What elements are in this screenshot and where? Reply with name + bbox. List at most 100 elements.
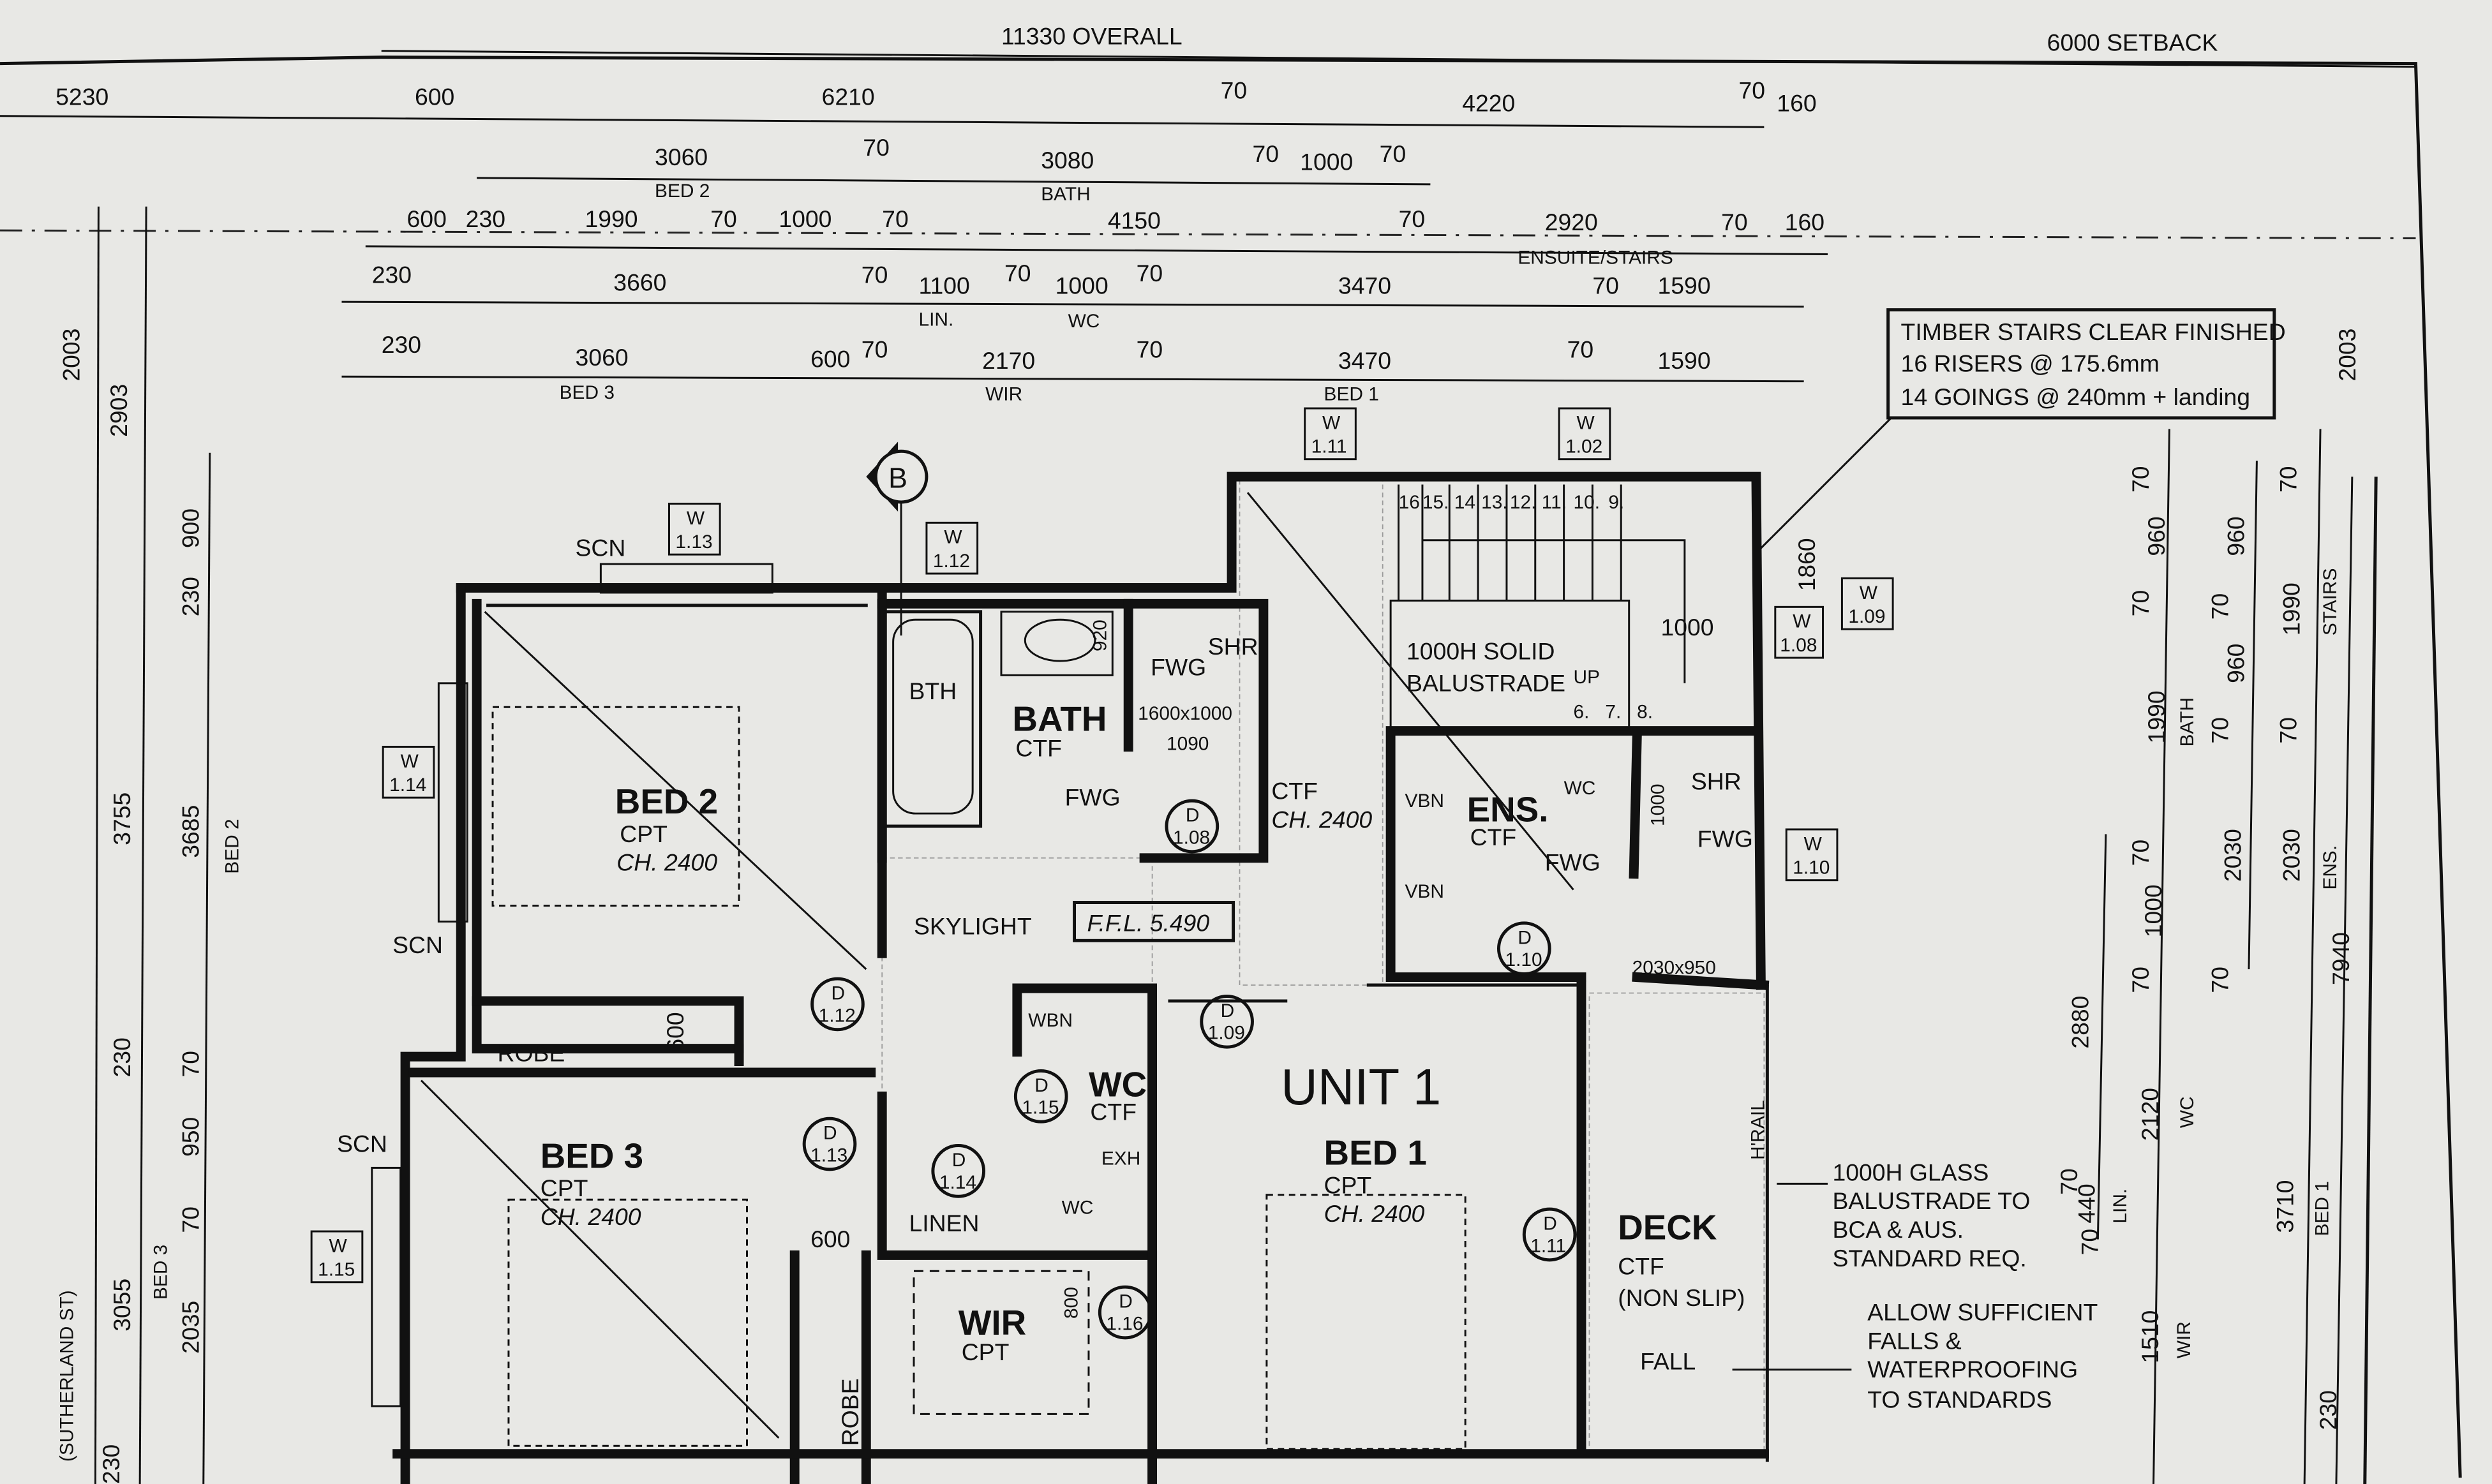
label-left_dims-13: 2035 (177, 1301, 204, 1354)
label-rooms-balustrade-1: BALUSTRADE (1406, 669, 1565, 696)
label-windows-6-n: 1.14 (389, 775, 426, 796)
door-tag: D1.14 (931, 1144, 986, 1198)
label-top_dims-row1-5: 70 (1739, 77, 1766, 103)
label-top_dims-row3-9: ENSUITE/STAIRS (1518, 247, 1673, 268)
label-top_dims-row1-2: 6210 (822, 83, 875, 110)
label-rooms-robe2: ROBE (837, 1378, 863, 1446)
label-left_dims-4: 3755 (108, 792, 135, 845)
label-doors-5-n: 1.16 (1106, 1313, 1143, 1334)
label-rooms-linen: LINEN (909, 1210, 980, 1236)
label-top_dims-row3-0: 600 (407, 205, 447, 232)
label-rooms-bath-shr: SHR (1208, 633, 1258, 660)
door-tag: D1.09 (1200, 994, 1254, 1049)
notes: 1000H GLASS BALUSTRADE TO BCA & AUS. STA… (1732, 1159, 2098, 1413)
label-top_dims-row3-11: 160 (1785, 209, 1824, 235)
label-right_dims-col1-2: 70 (2127, 590, 2154, 617)
label-windows-6-w: W (401, 751, 419, 772)
label-rooms-ens-name: ENS. (1467, 790, 1549, 829)
walls (371, 471, 1770, 1484)
label-right_dims-col1-11: 70 (2056, 1168, 2082, 1195)
label-top_dims-row2-5: 70 (1252, 140, 1279, 167)
label-right_dims-col1-9: 2120 (2137, 1088, 2163, 1141)
label-windows-2-n: 1.11 (1311, 436, 1347, 457)
label-windows-8-n: 1.15 (318, 1259, 355, 1280)
label-right_dims-col2-1: 70 (2207, 593, 2234, 620)
label-section_marker: B (888, 463, 907, 494)
label-top_dims-row2-2: 70 (863, 134, 890, 161)
label-rooms-bath-dim2: 920 (1089, 620, 1110, 651)
label-top_dims-overall: 11330 OVERALL (1001, 23, 1183, 50)
label-rooms-wc-name: WC (1089, 1064, 1147, 1104)
label-rooms-bath-floor: CTF (1015, 734, 1062, 761)
label-left_dims-14: (SUTHERLAND ST) (57, 1290, 78, 1462)
label-rooms-ens-size: 2030x950 (1632, 958, 1716, 979)
label-top_dims-row5-10: 70 (1567, 336, 1594, 362)
label-rooms-deck-fall: FALL (1640, 1348, 1696, 1375)
label-top_dims-row4-9: 3470 (1338, 272, 1391, 299)
label-left_dims-6: BED 2 (222, 819, 243, 873)
label-rooms-scn-1: SCN (392, 931, 443, 958)
label-top_dims-row5-6: WIR (985, 384, 1022, 405)
stairs: 16 15. 14 13. 12. 11. 10. 9. 6. 7. 8. 10… (1389, 484, 1820, 732)
window-tag: W 1.12 (925, 521, 979, 575)
label-right_dims-col1-7: 70 (2127, 967, 2154, 993)
site-boundary-inner (2363, 477, 2378, 1484)
label-rooms-hall-ch: CH. 2400 (1271, 806, 1372, 833)
label-rooms-bed2-ch: CH. 2400 (616, 849, 717, 876)
door-tag: D1.08 (1165, 799, 1220, 854)
label-right_dims-col1-1: 960 (2143, 516, 2170, 556)
window-tag: W 1.14 (382, 745, 435, 799)
label-top_dims-row4-11: 1590 (1658, 272, 1711, 299)
label-top_dims-row3-4: 1000 (779, 205, 832, 232)
label-rooms-scn-0: SCN (576, 535, 626, 561)
label-rooms-ens-vbn2: VBN (1405, 881, 1444, 902)
section-marker-b: B (866, 441, 929, 636)
label-right_dims-col2-3: 70 (2207, 717, 2234, 744)
door-tag: D1.16 (1098, 1285, 1153, 1340)
label-rooms-deck-note: (NON SLIP) (1618, 1284, 1745, 1311)
label-notes-falls-1: FALLS & (1867, 1327, 1961, 1354)
label-rooms-wc-floor: CTF (1090, 1099, 1137, 1125)
label-stair_numbers-8: 6. (1574, 702, 1590, 723)
door-tag: D1.11 (1522, 1207, 1577, 1262)
label-notes-glass-0: 1000H GLASS (1832, 1159, 1988, 1185)
label-left_dims-2: 900 (177, 508, 204, 548)
label-top_dims-row5-8: 3470 (1338, 347, 1391, 374)
label-rooms-wc-wc: WC (1062, 1198, 1094, 1219)
site-boundary (0, 56, 2462, 1478)
label-windows-4-n: 1.09 (1848, 606, 1885, 627)
label-rooms-robe1: ROBE (498, 1040, 565, 1067)
label-top_dims-row5-9: BED 1 (1324, 384, 1379, 405)
label-windows-2-w: W (1322, 412, 1341, 433)
label-rooms-ens-vbn1: VBN (1405, 790, 1444, 812)
label-top_dims-row2-7: 70 (1380, 140, 1406, 167)
label-windows-1-n: 1.12 (933, 551, 970, 572)
label-rooms-stair_dim: 1000 (1661, 614, 1714, 641)
label-right_dims-col3-7: 3710 (2272, 1180, 2299, 1233)
label-top_dims-row1-1: 600 (415, 83, 454, 110)
door-tags: D1.08 D1.12 D1.13 D1.14 D1.15 D1.16 D1.0… (802, 799, 1577, 1340)
label-windows-7-n: 1.10 (1793, 857, 1830, 879)
window-tag: W1.02 (1558, 407, 1611, 461)
label-rooms-hall-ffl: F.F.L. 5.490 (1087, 909, 1209, 936)
label-top_dims-row4-2: 70 (862, 261, 888, 288)
label-rooms-bed3-floor: CPT (541, 1175, 588, 1201)
label-windows-1-w: W (944, 527, 962, 548)
label-top_dims-row5-11: 1590 (1658, 347, 1711, 374)
label-top_dims-row1-0: 5230 (56, 83, 108, 110)
label-top_dims-row3-7: 70 (1399, 205, 1426, 232)
label-stair_numbers-2: 14 (1454, 492, 1475, 513)
label-top_dims-row4-4: LIN. (918, 309, 953, 330)
label-top_dims-row5-2: BED 3 (560, 382, 615, 403)
label-rooms-deck-floor: CTF (1618, 1252, 1664, 1279)
label-rooms-hall-floor: CTF (1271, 778, 1318, 805)
label-top_dims-row3-5: 70 (882, 205, 909, 232)
label-top_dims-row2-6: 1000 (1300, 148, 1353, 175)
label-top_dims-row5-1: 3060 (576, 344, 629, 371)
label-rooms-bath-bth: BTH (909, 678, 957, 704)
label-rooms-up: UP (1574, 667, 1600, 688)
label-right_dims-col1-15: 1510 (2137, 1310, 2163, 1363)
label-right_dims-col1-4: BATH (2177, 697, 2198, 746)
label-right_dims-col2-2: 960 (2222, 644, 2249, 683)
